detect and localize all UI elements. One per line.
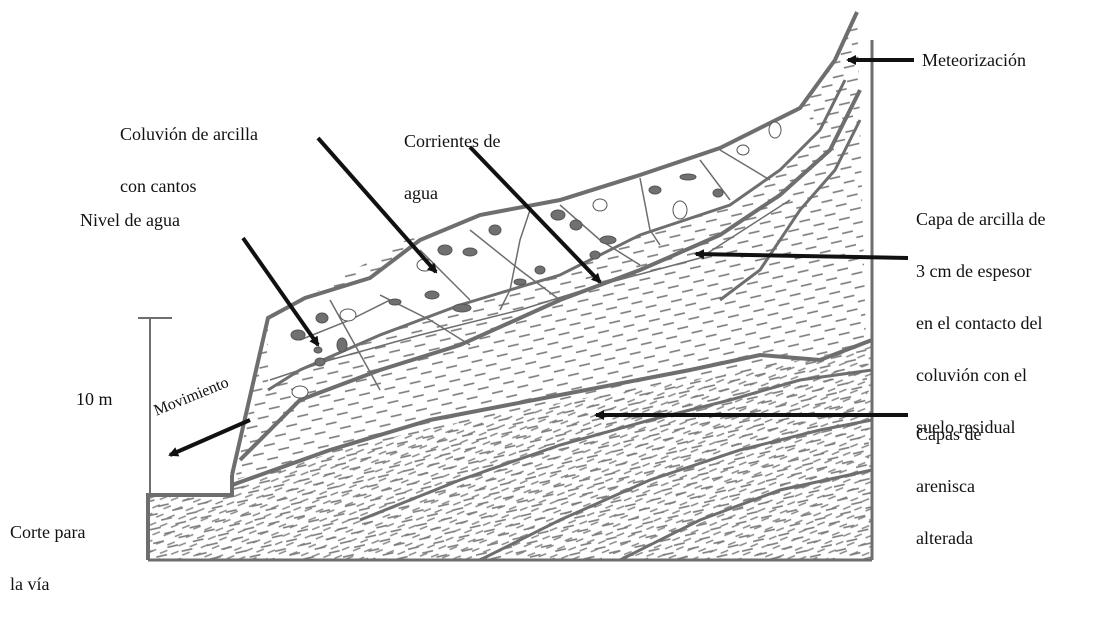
label-capa-arcilla-line1: Capa de arcilla de bbox=[916, 206, 1045, 232]
label-corrientes: Corrientes de agua bbox=[404, 102, 500, 232]
label-corte: Corte para la vía bbox=[10, 493, 85, 623]
label-corrientes-line1: Corrientes de bbox=[404, 128, 500, 154]
label-coluvion: Coluvión de arcilla con cantos bbox=[120, 95, 258, 225]
label-coluvion-line1: Coluvión de arcilla bbox=[120, 121, 258, 147]
label-capas-arenisca: Capas de arenisca alterada bbox=[916, 395, 981, 577]
label-capa-arcilla-line4: coluvión con el bbox=[916, 362, 1045, 388]
label-corrientes-line2: agua bbox=[404, 180, 500, 206]
label-coluvion-line2: con cantos bbox=[120, 173, 258, 199]
label-capa-arcilla-line2: 3 cm de espesor bbox=[916, 258, 1045, 284]
label-capas-arenisca-line2: arenisca bbox=[916, 473, 981, 499]
label-capa-arcilla-line3: en el contacto del bbox=[916, 310, 1045, 336]
label-corte-line1: Corte para bbox=[10, 519, 85, 545]
label-escala: 10 m bbox=[76, 386, 113, 412]
label-capas-arenisca-line3: alterada bbox=[916, 525, 981, 551]
label-corte-line2: la vía bbox=[10, 571, 85, 597]
label-capas-arenisca-line1: Capas de bbox=[916, 421, 981, 447]
label-meteorizacion: Meteorización bbox=[922, 47, 1026, 73]
label-nivel-agua: Nivel de agua bbox=[80, 207, 180, 233]
